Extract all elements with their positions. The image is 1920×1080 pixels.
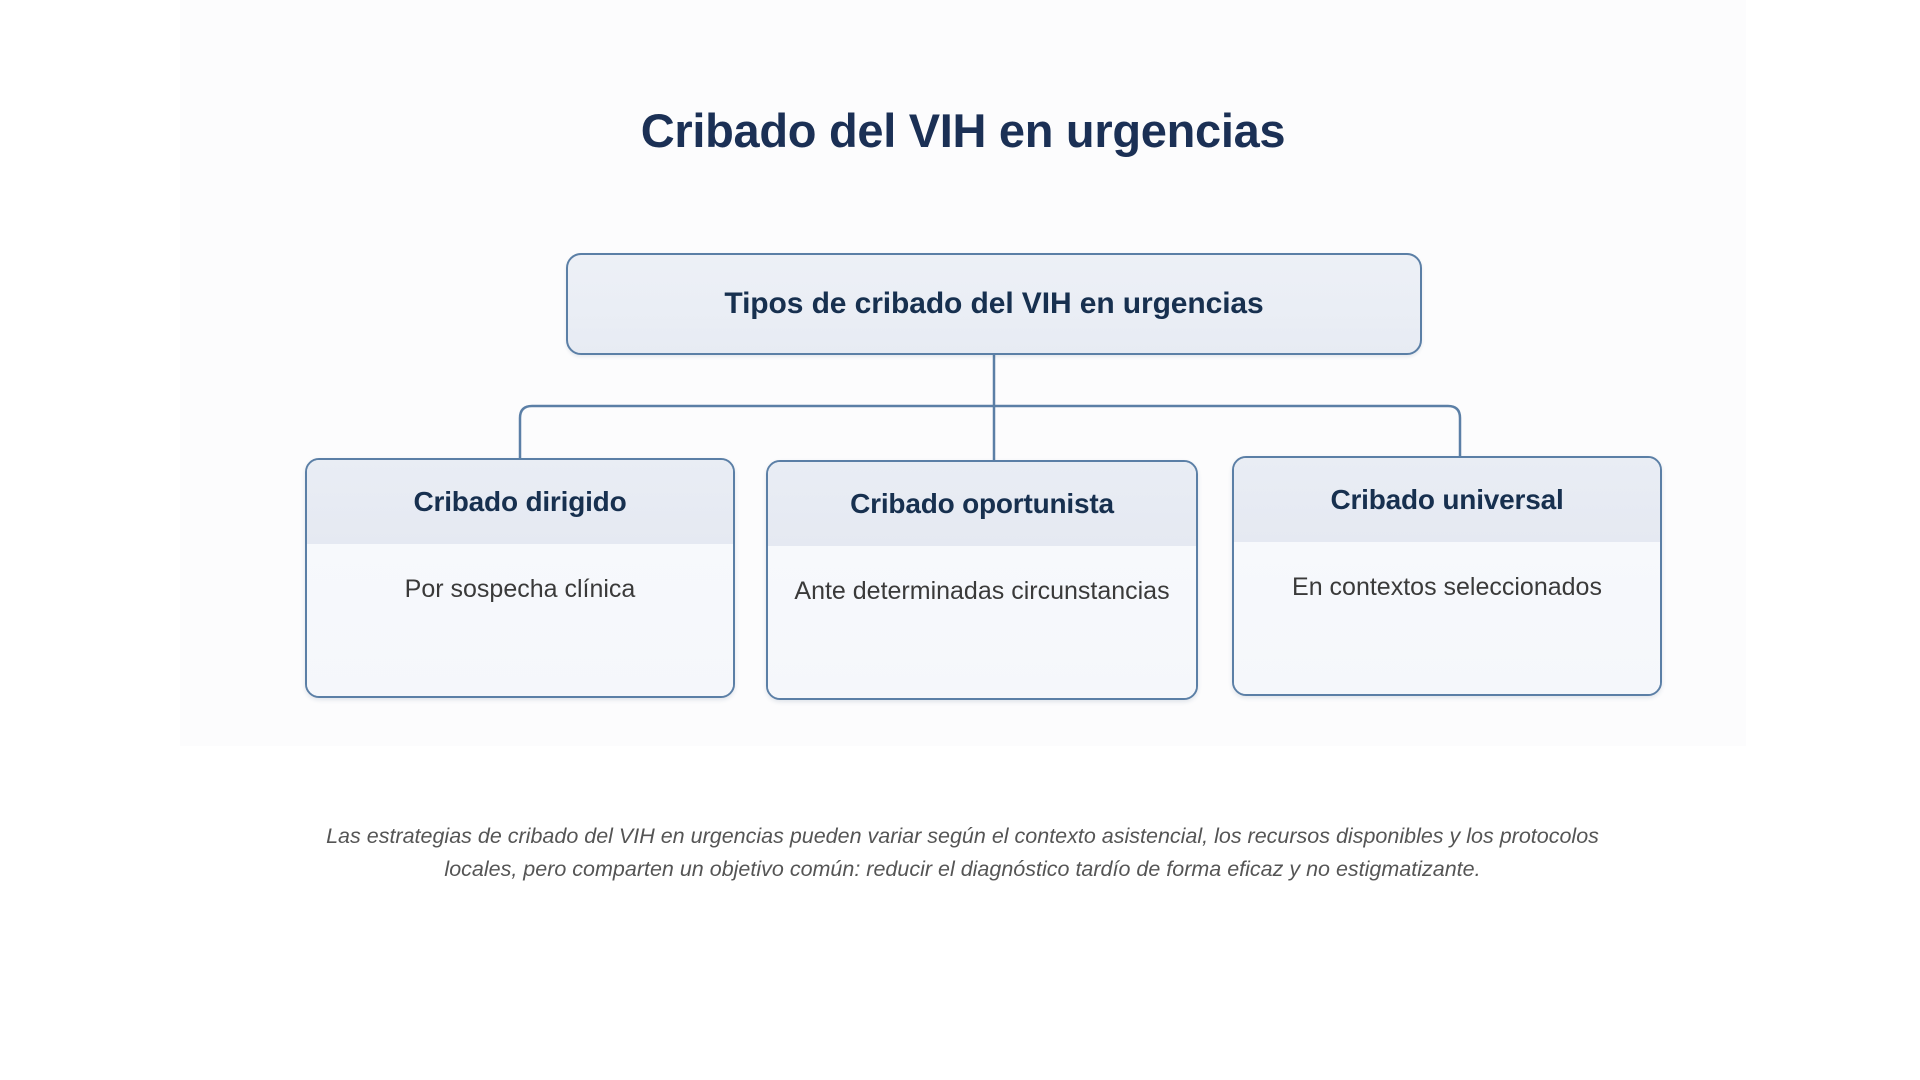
card-heading: Cribado dirigido: [413, 486, 627, 517]
card-header: Cribado oportunista: [768, 462, 1196, 546]
card-heading: Cribado universal: [1330, 484, 1564, 515]
card-heading: Cribado oportunista: [850, 488, 1114, 519]
page-title: Cribado del VIH en urgencias: [640, 104, 1286, 157]
root-node-label: Tipos de cribado del VIH en urgencias: [724, 287, 1264, 320]
root-node[interactable]: Tipos de cribado del VIH en urgencias: [566, 253, 1422, 355]
card-header: Cribado dirigido: [307, 460, 733, 544]
card-body: Por sospecha clínica: [307, 544, 733, 696]
card-body: En contextos seleccionados: [1234, 542, 1660, 694]
card-cribado-oportunista[interactable]: Cribado oportunista Ante determinadas ci…: [766, 460, 1198, 700]
card-description: Ante determinadas circunstancias: [794, 577, 1170, 605]
card-description: En contextos seleccionados: [1292, 573, 1602, 601]
card-body: Ante determinadas circunstancias: [768, 546, 1196, 698]
caption-text: Las estrategias de cribado del VIH en ur…: [326, 824, 1599, 882]
card-description: Por sospecha clínica: [404, 575, 636, 603]
card-cribado-dirigido[interactable]: Cribado dirigido Por sospecha clínica: [305, 458, 735, 698]
card-cribado-universal[interactable]: Cribado universal En contextos seleccion…: [1232, 456, 1662, 696]
card-header: Cribado universal: [1234, 458, 1660, 542]
